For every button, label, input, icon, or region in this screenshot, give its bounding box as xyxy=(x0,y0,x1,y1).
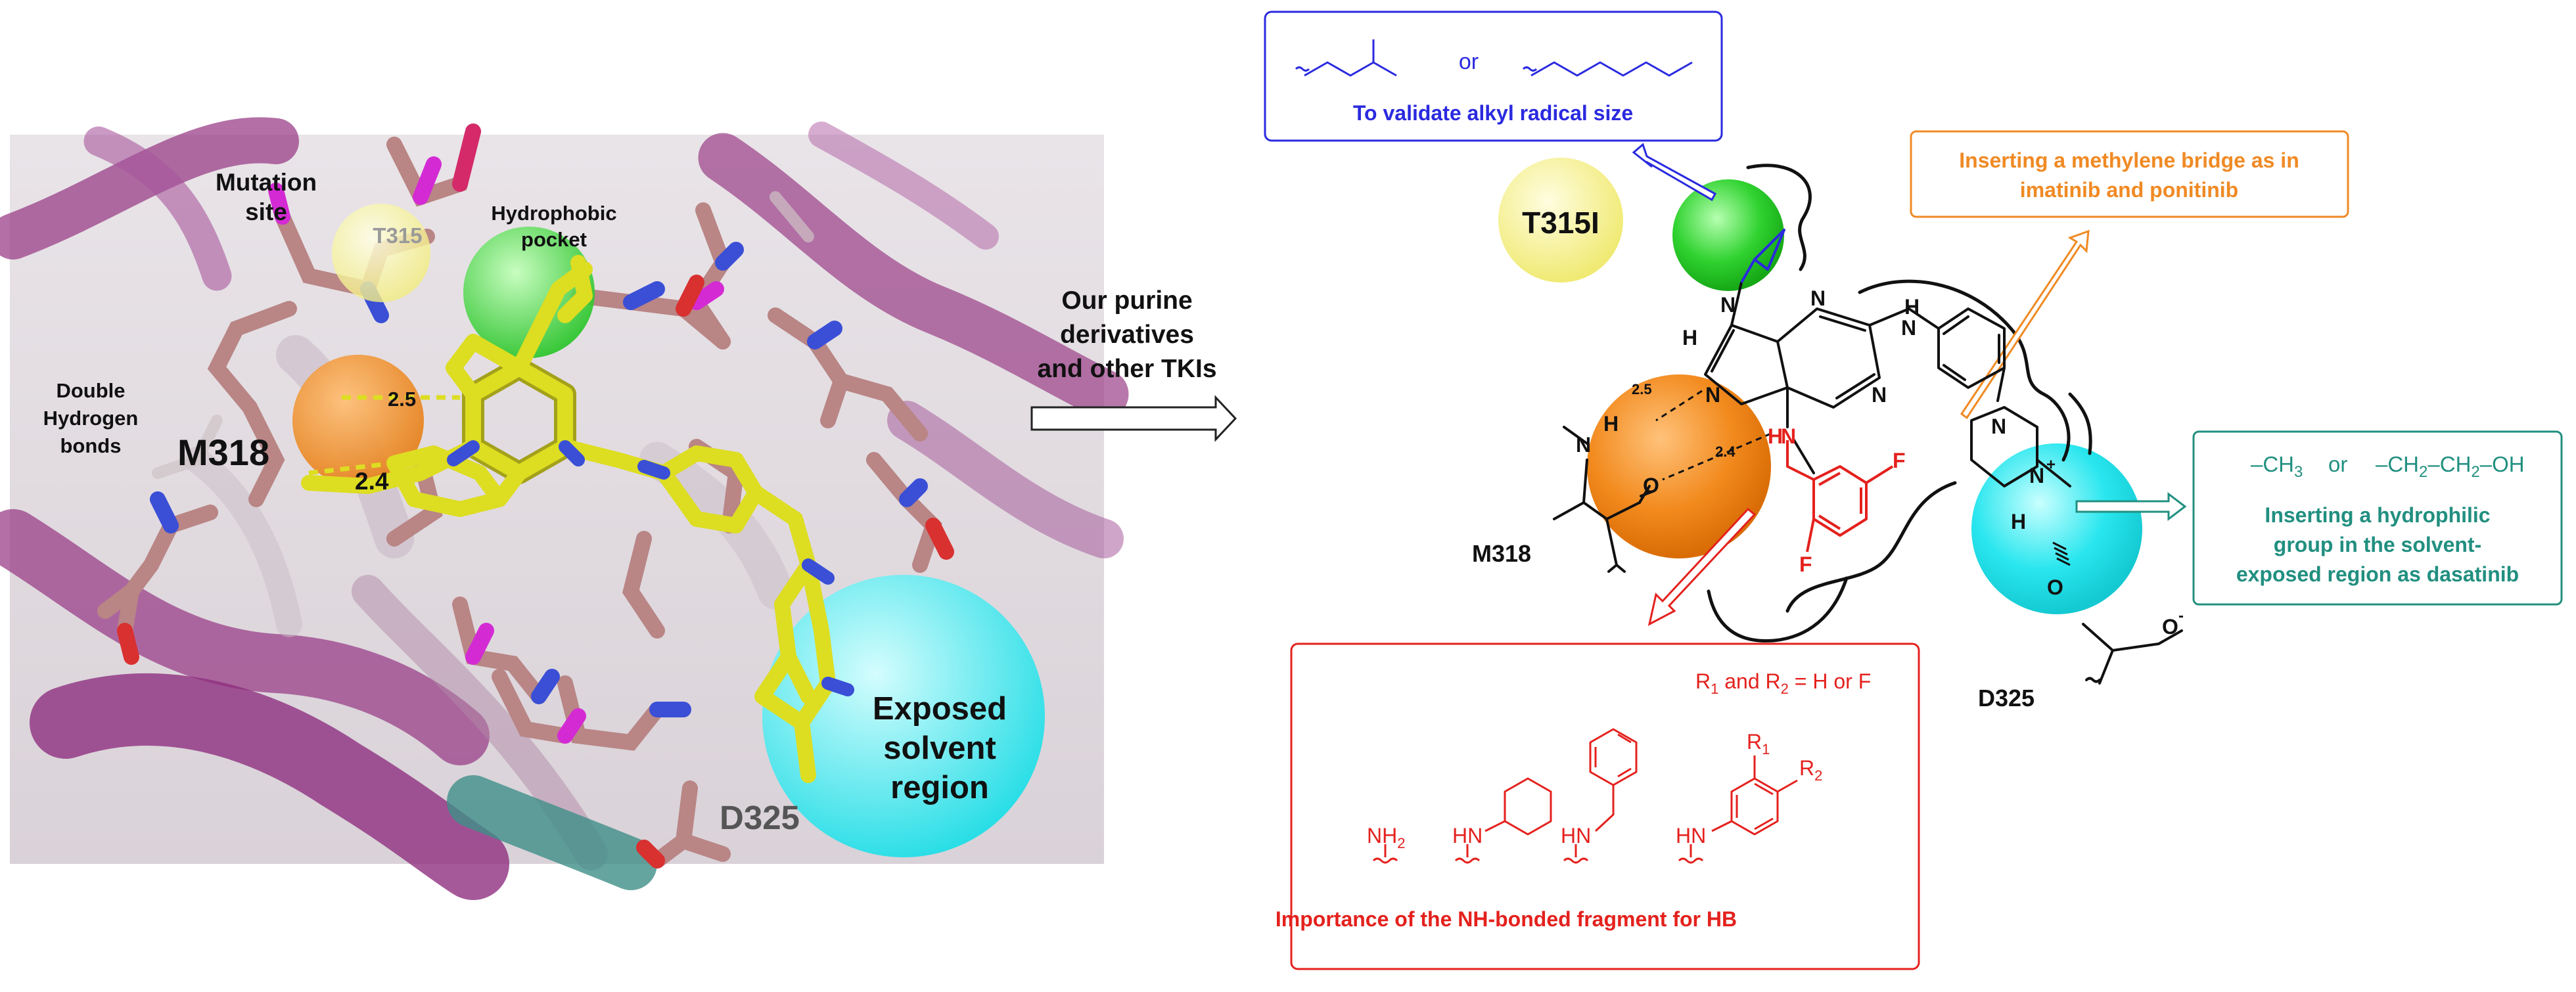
t315i-label: T315I xyxy=(1522,206,1599,240)
formula-ethanol: –CH2–CH2–OH xyxy=(2376,452,2525,481)
r2-label: R2 xyxy=(1799,756,1822,784)
exposed-label-line1: Exposed xyxy=(873,691,1007,727)
design-schematic-panel: T315I or To validate alkyl radical size … xyxy=(1264,11,2563,970)
atom-h8: H xyxy=(1682,326,1697,349)
atom-h-m318: H xyxy=(1603,412,1619,436)
double-hb-label-line3: bonds xyxy=(60,434,122,457)
hydrophilic-hollow-arrow xyxy=(2075,491,2187,522)
double-hb-label-line1: Double xyxy=(56,379,125,402)
atom-nh-aniline: H xyxy=(1904,295,1920,319)
atom-n7: N xyxy=(1705,383,1720,407)
r-substituent-definition: R1 and R2 = H or F xyxy=(1695,669,1871,697)
nh-box-caption: Importance of the NH-bonded fragment for… xyxy=(1276,907,1737,931)
d325-schematic-label: D325 xyxy=(1978,685,2035,711)
atom-n-aniline: N xyxy=(1901,316,1916,340)
d325-label: D325 xyxy=(720,799,800,836)
mutation-site-label-line1: Mutation xyxy=(216,169,317,196)
exposed-label-line2: solvent xyxy=(883,731,996,766)
atom-h-piperazine: H xyxy=(2011,510,2026,533)
hydrophobic-sphere-schematic xyxy=(1672,179,1784,291)
hydrophilic-box-line2: group in the solvent- xyxy=(2274,533,2481,556)
nh-fragment-box xyxy=(1290,643,1920,970)
hn-cyclohexyl-label: HN xyxy=(1452,824,1483,847)
dist-25: 2.5 xyxy=(1632,381,1652,397)
hn-benzyl-label: HN xyxy=(1561,824,1591,847)
t315-label: T315 xyxy=(373,223,422,248)
atom-n-piperazine1: N xyxy=(1991,415,2006,438)
atom-n-red: N xyxy=(1781,424,1796,448)
transition-arrow-group: Our purine derivatives and other TKIs xyxy=(1030,286,1237,442)
atom-o-m318: O xyxy=(1643,474,1659,497)
formula-or: or xyxy=(2328,452,2347,476)
purine-core-structure xyxy=(1553,281,2183,685)
atom-n-m318: N xyxy=(1576,433,1591,457)
atom-n1: N xyxy=(1872,383,1887,407)
alkyl-box-caption: To validate alkyl radical size xyxy=(1353,101,1633,125)
hb-distance-25: 2.5 xyxy=(388,388,416,411)
schematic-hbond-dashes xyxy=(1655,390,1772,481)
pocket-outline-curves xyxy=(1707,164,2092,643)
hydrophilic-box-line1: Inserting a hydrophilic xyxy=(2265,503,2490,527)
hydrogen-bond-dashes xyxy=(308,395,460,476)
m318-label: M318 xyxy=(177,432,269,473)
hydrophilic-group-box xyxy=(2192,430,2563,606)
red-atom-labels: H N F F xyxy=(1768,424,1906,576)
formula-ch3: –CH3 xyxy=(2251,452,2303,481)
hb-distance-24: 2.4 xyxy=(355,468,389,495)
atom-labels: N N N N H H N N N + H N H O 2.5 2.4 O O … xyxy=(1472,286,2184,711)
t315i-sphere xyxy=(1498,158,1623,282)
ligand-sticks xyxy=(301,255,854,783)
d325-sphere xyxy=(1971,443,2142,614)
atom-plus-charge: + xyxy=(2046,456,2056,474)
residue-sticks xyxy=(97,124,954,868)
atom-n-piperazine2: N xyxy=(2029,464,2044,487)
hydrophobic-pocket-sphere xyxy=(463,227,595,358)
methylene-bridge-box xyxy=(1910,130,2349,218)
methyl-hash-bond xyxy=(2052,541,2071,566)
alkyl-hollow-arrow xyxy=(1632,143,1717,202)
exposed-label-line3: region xyxy=(890,770,989,805)
atom-h-red: H xyxy=(1768,424,1783,448)
cyclopropyl-group xyxy=(1740,229,1785,283)
left-labels: Mutation site T315 Hydrophobic pocket Do… xyxy=(43,169,1007,836)
nh-fragment-structures xyxy=(1372,728,1798,864)
hydrophilic-box-line3: exposed region as dasatinib xyxy=(2236,562,2519,586)
hydrophobic-label-line1: Hydrophobic xyxy=(491,202,616,225)
alkyl-size-box xyxy=(1264,11,1723,142)
methylene-box-line2: imatinib and ponitinib xyxy=(2020,178,2238,202)
protein-structure-panel: Mutation site T315 Hydrophobic pocket Do… xyxy=(0,117,1129,900)
atom-f-meta: F xyxy=(1799,552,1812,576)
nh-hollow-arrow xyxy=(1647,507,1757,626)
methylene-hollow-arrow xyxy=(1960,229,2090,420)
m318-schematic-label: M318 xyxy=(1472,540,1531,567)
dist-24: 2.4 xyxy=(1715,443,1736,460)
atom-n3: N xyxy=(1810,286,1826,310)
solvent-region-sphere xyxy=(762,575,1045,857)
double-hb-label-line2: Hydrogen xyxy=(43,407,139,430)
m318-sphere xyxy=(292,355,424,486)
alkyl-structures xyxy=(1295,39,1693,77)
atom-minus-charge: - xyxy=(2178,607,2184,625)
t315-sphere xyxy=(332,204,430,302)
r1-label: R1 xyxy=(1747,730,1770,757)
m318-hinge-sphere xyxy=(1587,374,1771,558)
arrow-caption-line3: and other TKIs xyxy=(1037,355,1216,383)
atom-o-carbonyl: O xyxy=(2047,575,2063,599)
fluorophenyl-fragment xyxy=(1786,440,1894,552)
nh2-fragment-label: NH2 xyxy=(1367,824,1405,851)
methylene-box-line1: Inserting a methylene bridge as in xyxy=(1959,148,2299,172)
atom-o-carboxylate: O xyxy=(2162,615,2178,639)
alkyl-or-label: or xyxy=(1459,49,1479,74)
atom-n9: N xyxy=(1720,293,1736,317)
arrow-caption-line2: derivatives xyxy=(1060,321,1194,349)
hydrophobic-label-line2: pocket xyxy=(521,228,587,251)
mutation-site-label-line2: site xyxy=(245,198,287,225)
hollow-arrow-right xyxy=(1030,395,1237,442)
arrow-caption-line1: Our purine xyxy=(1061,286,1192,315)
hn-aryl-label: HN xyxy=(1676,824,1706,847)
atom-f-para: F xyxy=(1893,449,1906,472)
